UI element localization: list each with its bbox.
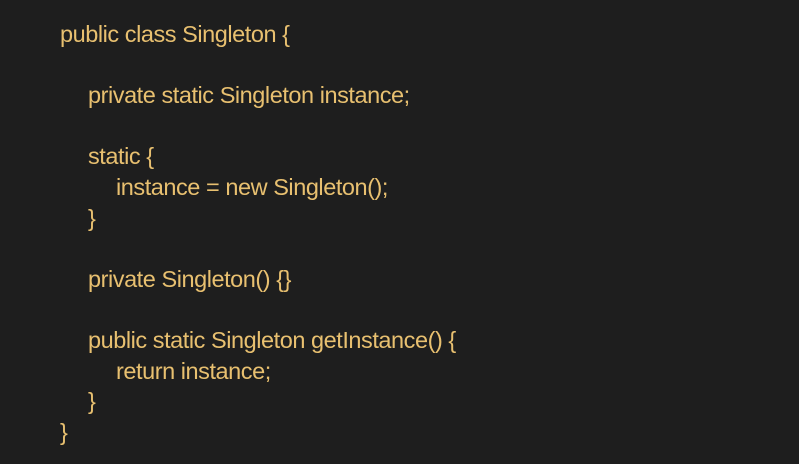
- code-line: }: [88, 204, 96, 231]
- code-line: return instance;: [116, 357, 271, 384]
- code-line: private Singleton() {}: [88, 265, 292, 292]
- code-line-blank: [60, 233, 799, 264]
- code-line: public class Singleton {: [60, 21, 290, 47]
- code-line: }: [60, 418, 68, 445]
- code-line: instance = new Singleton();: [116, 173, 388, 200]
- code-line-blank: [60, 50, 799, 81]
- code-line: private static Singleton instance;: [88, 82, 410, 109]
- code-line: static {: [88, 143, 154, 170]
- code-line: }: [88, 388, 96, 415]
- code-line: public static Singleton getInstance() {: [88, 326, 456, 353]
- code-line-blank: [60, 294, 799, 325]
- code-line-blank: [60, 111, 799, 142]
